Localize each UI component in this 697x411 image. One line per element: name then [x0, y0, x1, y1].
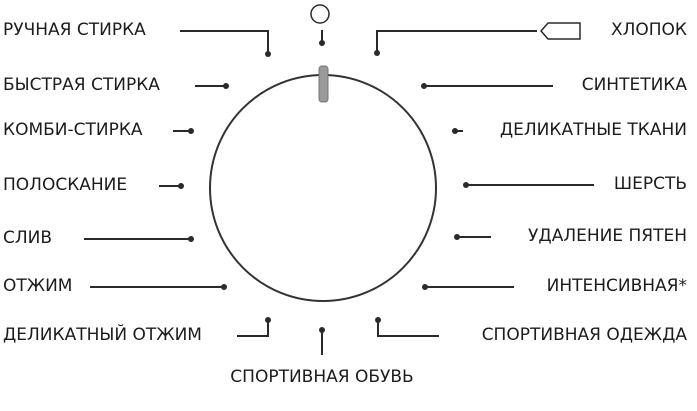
dot-intensive	[422, 284, 428, 290]
label-synthetics[interactable]: СИНТЕТИКА	[581, 75, 687, 95]
dot-sportswear	[375, 317, 381, 323]
dot-synthetics	[421, 83, 427, 89]
label-sport-shoes[interactable]: СПОРТИВНАЯ ОБУВЬ	[230, 367, 414, 387]
label-combi-wash[interactable]: КОМБИ-СТИРКА	[3, 120, 143, 140]
power-off-icon	[310, 4, 330, 24]
program-knob[interactable]	[209, 74, 437, 302]
dot-sport-shoes	[319, 327, 325, 333]
label-drain[interactable]: СЛИВ	[3, 228, 53, 248]
dot-combi-wash	[188, 128, 194, 134]
leader-cotton	[376, 30, 537, 53]
label-intensive[interactable]: ИНТЕНСИВНАЯ*	[546, 276, 687, 296]
label-hand-wash[interactable]: РУЧНАЯ СТИРКА	[3, 20, 146, 40]
label-rinse[interactable]: ПОЛОСКАНИЕ	[3, 175, 128, 195]
dot-drain	[188, 236, 194, 242]
label-stain-removal[interactable]: УДАЛЕНИЕ ПЯТЕН	[528, 226, 687, 246]
dot-cotton	[374, 50, 380, 56]
label-delicate-spin[interactable]: ДЕЛИКАТНЫЙ ОТЖИМ	[3, 325, 202, 345]
leader-delicate-spin	[237, 320, 269, 337]
label-sportswear[interactable]: СПОРТИВНАЯ ОДЕЖДА	[481, 325, 687, 345]
label-wool[interactable]: ШЕРСТЬ	[613, 174, 687, 194]
dot-stain-removal	[454, 234, 460, 240]
dot-delicates	[452, 128, 458, 134]
knob-indicator	[318, 65, 329, 103]
label-cotton[interactable]: ХЛОПОК	[610, 20, 687, 40]
label-spin[interactable]: ОТЖИМ	[3, 276, 73, 296]
label-delicates[interactable]: ДЕЛИКАТНЫЕ ТКАНИ	[499, 120, 687, 140]
leader-sportswear	[377, 320, 439, 337]
dot-hand-wash	[265, 51, 271, 57]
leader-hand-wash	[180, 30, 269, 54]
dot-spin	[221, 284, 227, 290]
tag-icon	[540, 22, 581, 40]
dot-wool	[463, 182, 469, 188]
dot-quick-wash	[223, 83, 229, 89]
dot-delicate-spin	[265, 317, 271, 323]
label-quick-wash[interactable]: БЫСТРАЯ СТИРКА	[3, 75, 160, 95]
dot-rinse	[178, 183, 184, 189]
